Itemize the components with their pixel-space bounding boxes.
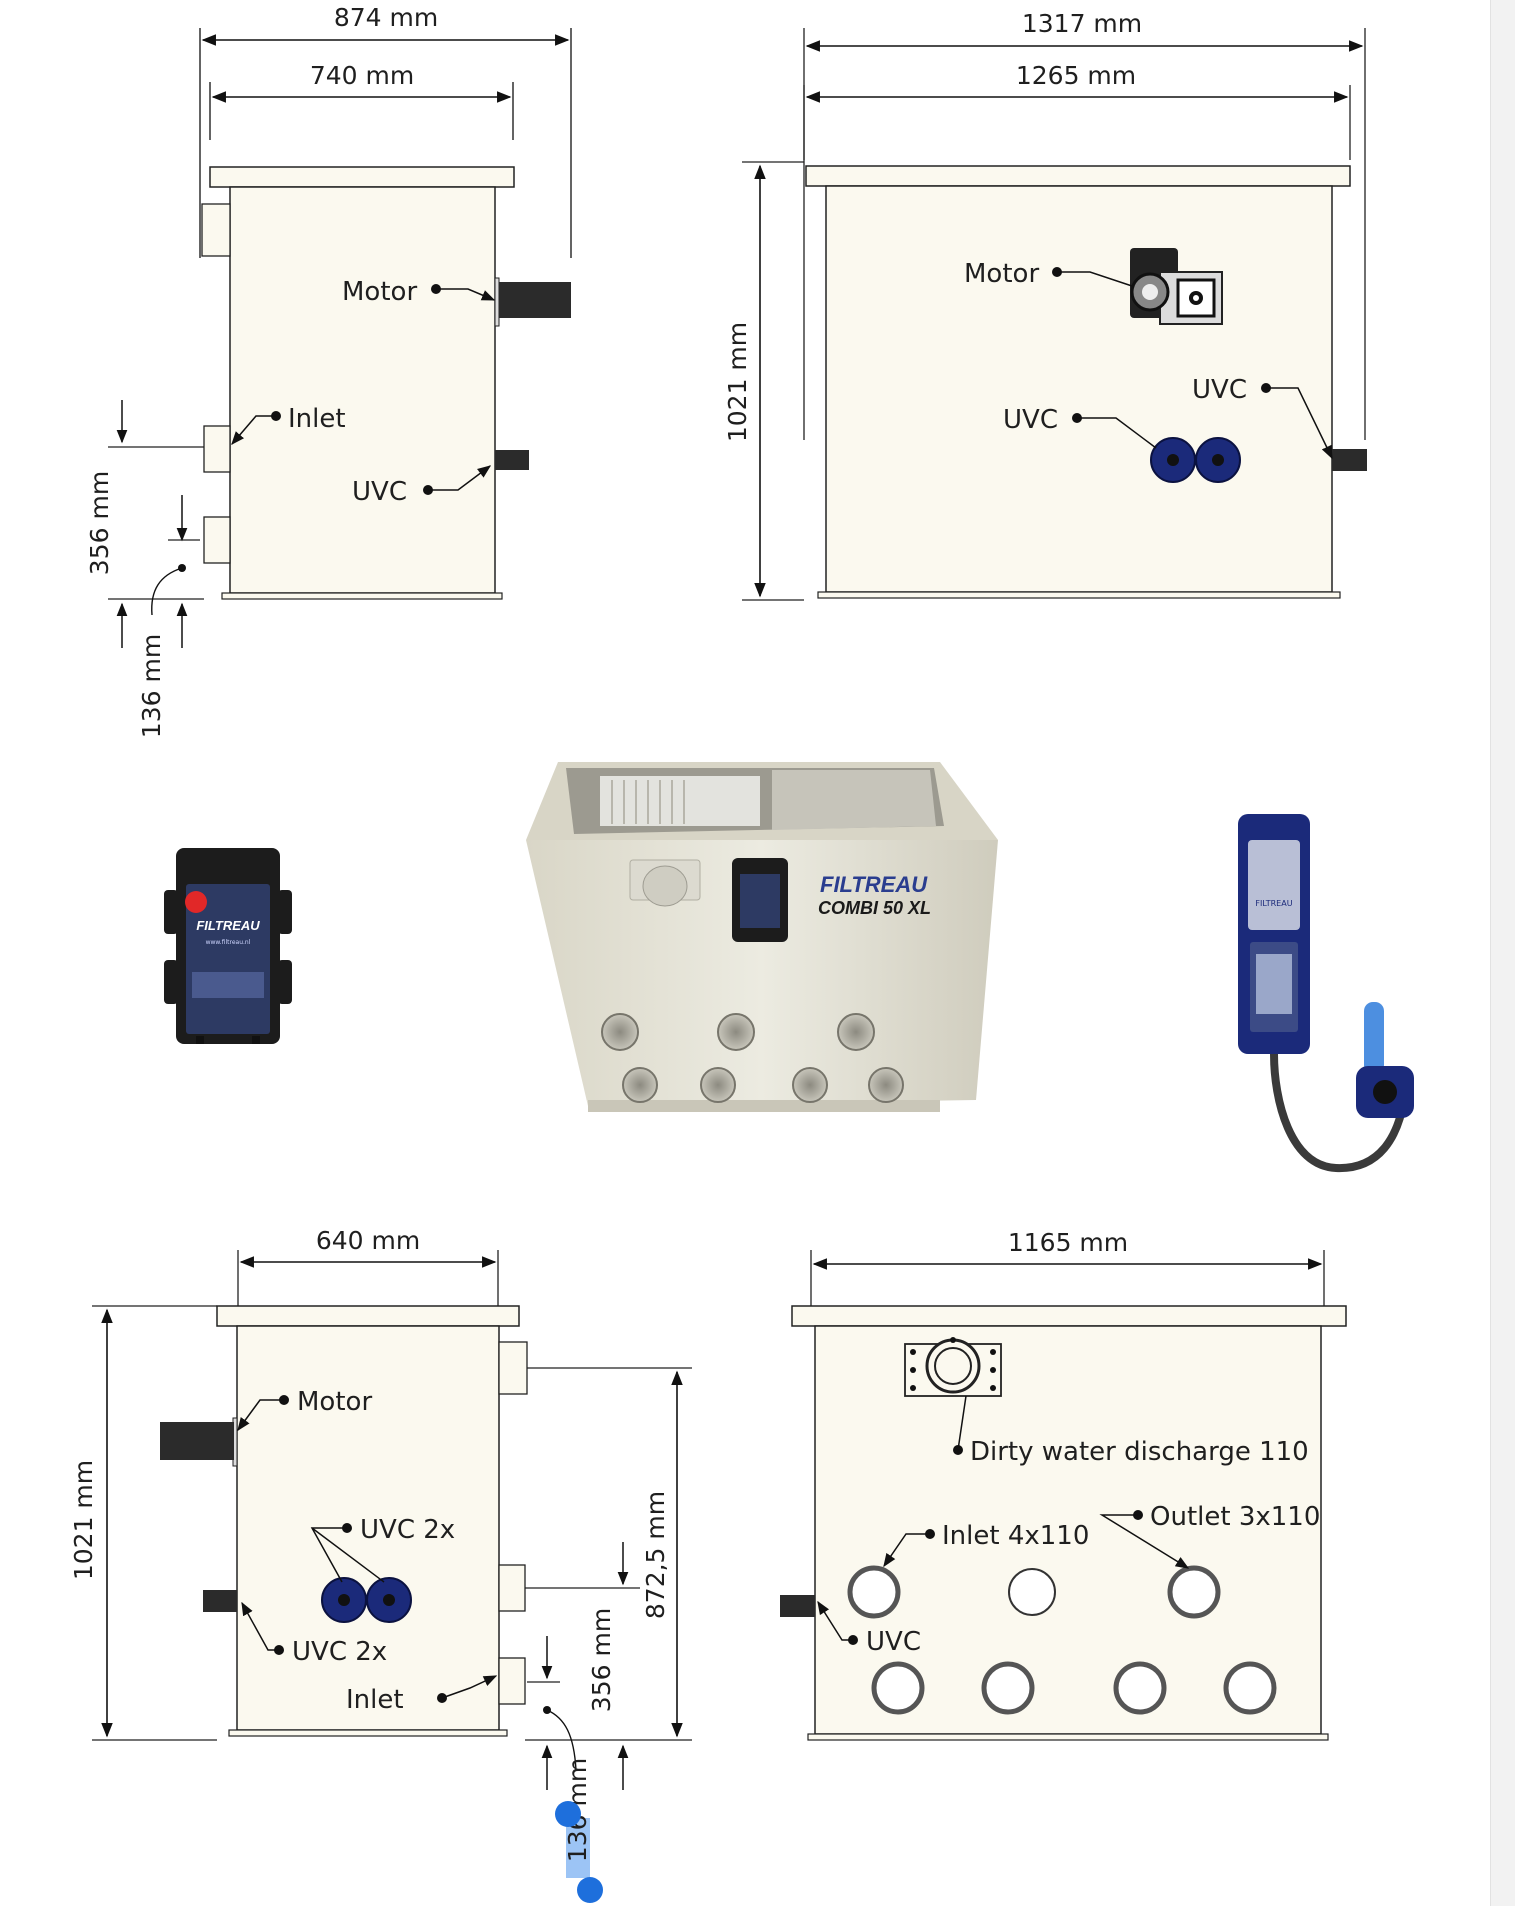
- uvc-stub: [203, 1590, 237, 1612]
- dim-872: 872,5 mm: [641, 1491, 670, 1619]
- tank-ports: [601, 1013, 904, 1103]
- label-discharge: Dirty water discharge 110: [970, 1437, 1309, 1467]
- dim-1265: 1265 mm: [1016, 61, 1136, 90]
- dim-640: 640 mm: [316, 1226, 420, 1255]
- uv-unit-brand: FILTREAU: [1255, 899, 1292, 908]
- tank-lid: [805, 165, 1351, 187]
- label-motor: Motor: [342, 277, 417, 307]
- filter-tank-photo: FILTREAU COMBI 50 XL: [526, 762, 998, 1112]
- side-view-top: 874 mm 740 mm 356 mm 136 mm Motor Inlet: [85, 3, 572, 738]
- motor-shaft: [160, 1422, 234, 1460]
- uvc-stub: [780, 1595, 815, 1617]
- label-uvc: UVC: [352, 477, 407, 507]
- dim-356: 356 mm: [587, 1608, 616, 1712]
- selection-handle-top[interactable]: [555, 1801, 581, 1827]
- label-motor: Motor: [964, 259, 1039, 289]
- label-uvc-port: UVC 2x: [292, 1637, 387, 1667]
- label-uvc-pair: UVC 2x: [360, 1515, 455, 1545]
- uvc-pair: [1150, 437, 1241, 483]
- tank-base: [817, 591, 1341, 599]
- product-brand: FILTREAU: [820, 872, 928, 897]
- dim-356: 356 mm: [85, 471, 114, 575]
- port-row-top: [847, 1565, 1221, 1619]
- control-box-brand: FILTREAU: [196, 918, 260, 933]
- port-row-bottom: [871, 1661, 1277, 1715]
- dim-136: 136 mm: [137, 634, 166, 738]
- side-view-bottom: 640 mm 1021 mm 872,5 mm: [69, 1226, 692, 1903]
- product-model: COMBI 50 XL: [818, 898, 931, 918]
- discharge-flange: [904, 1337, 1002, 1397]
- control-box-photo: FILTREAU www.filtreau.nl: [164, 848, 292, 1044]
- control-box-site: www.filtreau.nl: [206, 939, 251, 946]
- tank-base: [221, 592, 503, 600]
- dim-1165: 1165 mm: [1008, 1228, 1128, 1257]
- label-outlet: Outlet 3x110: [1150, 1502, 1320, 1532]
- dim-1021: 1021 mm: [723, 322, 752, 442]
- dim-136-selection[interactable]: 136 mm: [555, 1758, 603, 1903]
- motor: [1130, 248, 1223, 325]
- dim-740: 740 mm: [310, 61, 414, 90]
- dim-1317: 1317 mm: [1022, 9, 1142, 38]
- page-edge: [1490, 0, 1515, 1906]
- selection-handle-bottom[interactable]: [577, 1877, 603, 1903]
- uvc-stub: [1332, 449, 1367, 471]
- label-inlet: Inlet: [288, 404, 346, 434]
- dim-874: 874 mm: [334, 3, 438, 32]
- label-uvc-left: UVC: [1003, 405, 1058, 435]
- label-uvc-right: UVC: [1192, 375, 1247, 405]
- uv-unit-photo: FILTREAU: [1238, 814, 1414, 1173]
- dim-1021: 1021 mm: [69, 1460, 98, 1580]
- label-inlet: Inlet: [346, 1685, 404, 1715]
- label-motor: Motor: [297, 1387, 372, 1417]
- motor-shaft: [499, 282, 571, 318]
- tank-lid: [216, 1305, 520, 1327]
- uvc-stub: [495, 450, 529, 470]
- tank-base: [807, 1733, 1329, 1741]
- tank-body: [229, 186, 496, 594]
- tank-lid: [791, 1305, 1347, 1327]
- tank-base: [228, 1729, 508, 1737]
- uvc-pair: [321, 1577, 412, 1623]
- tank-body: [825, 185, 1333, 593]
- tank-lid: [209, 166, 515, 188]
- back-view-bottom: 1165 mm Dirty water discharge 110: [780, 1228, 1347, 1741]
- label-uvc: UVC: [866, 1627, 921, 1657]
- front-view-top: 1317 mm 1265 mm 1021 mm Motor: [723, 9, 1367, 601]
- label-inlet: Inlet 4x110: [942, 1521, 1089, 1551]
